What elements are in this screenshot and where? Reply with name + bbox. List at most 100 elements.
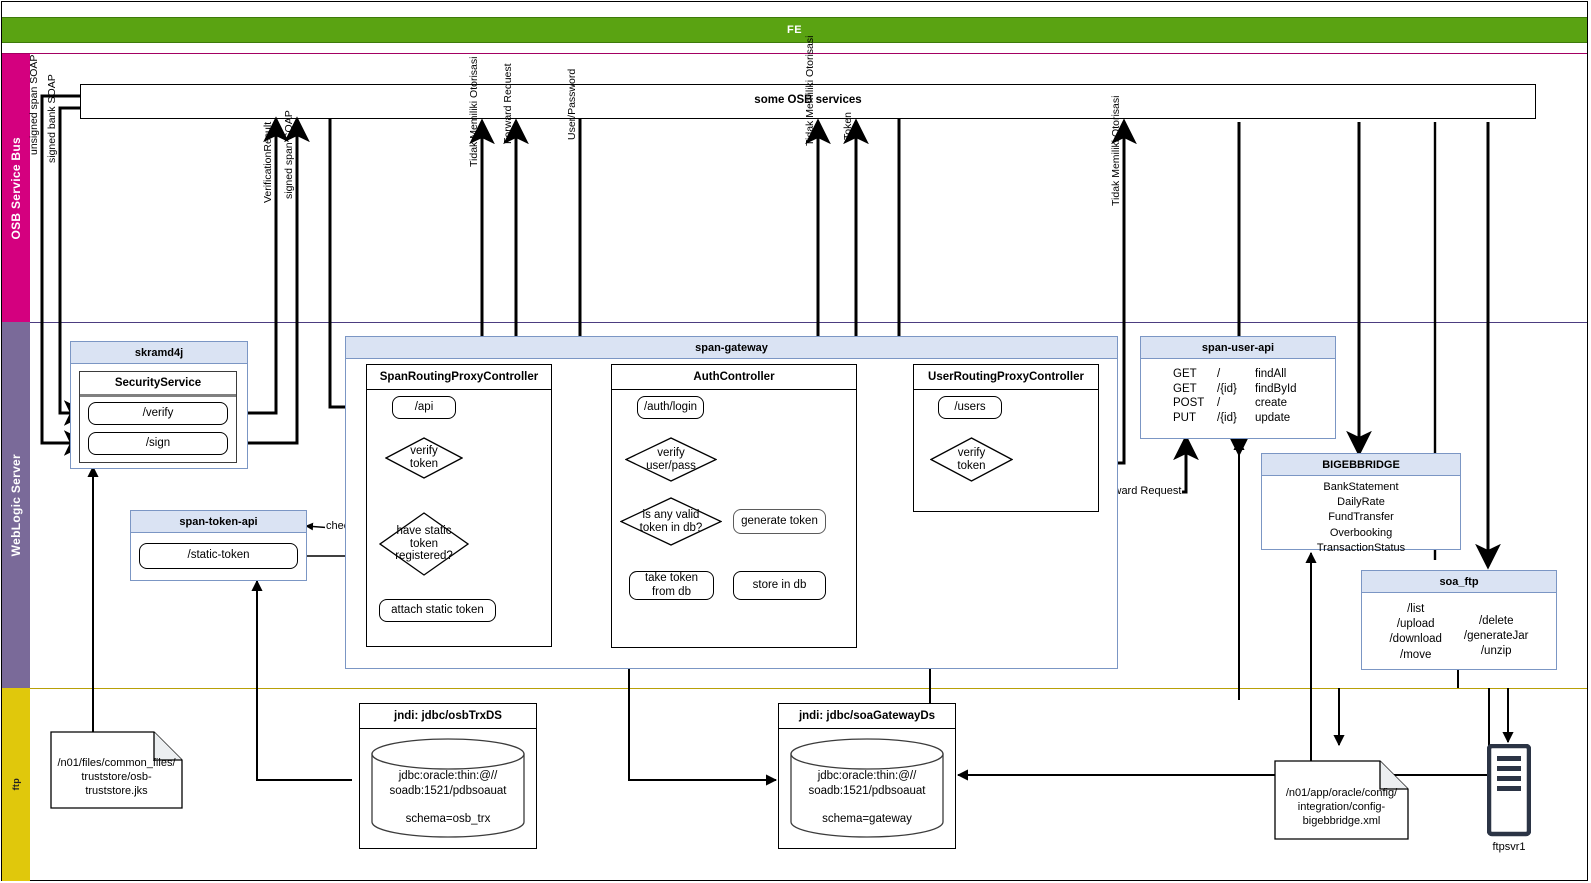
note-truststore-label: /n01/files/common_files/ truststore/osb-… [57,756,176,798]
cylinder-soagatewayds-schema: schema=gateway [822,813,912,825]
decision-verify-token-routing: verify token [385,437,463,479]
op-attach-static-token[interactable]: attach static token [379,599,496,622]
lane-divider-top [2,53,1587,54]
list-item: TransactionStatus [1316,541,1406,554]
bigebbridge-title: BIGEBBRIDGE [1262,454,1460,476]
edge-label-user-password: User/Password [566,68,578,140]
decision-have-static-token-label: have static token registered? [395,524,453,563]
edge-label-tidak-otorisasi-1: Tidak Memiliki Otorisasi [468,56,480,167]
decision-valid-token-in-db: is any valid token in db? [620,497,722,546]
auth-controller-title: AuthController [612,365,856,390]
span-token-api-title: span-token-api [131,511,306,533]
api-verb: GET [1173,382,1197,395]
span-user-api-rows: GET / findAll GET /{id} findById POST / … [1141,359,1335,426]
op-sign[interactable]: /sign [88,432,228,455]
edge-label-forward-request-top: Forward Request [502,63,514,144]
cylinder-osbtrxds: jdbc:oracle:thin:@// soadb:1521/pdbsoaua… [370,738,526,838]
list-item: /delete [1478,615,1514,627]
list-item: FundTransfer [1328,511,1394,524]
op-static-token[interactable]: /static-token [139,543,298,569]
op-api[interactable]: /api [392,396,456,419]
span-gateway-title: span-gateway [346,337,1117,359]
decision-verify-user-pass: verify user/pass [625,437,717,482]
api-path: /{id} [1217,382,1237,395]
bigebbridge-items: BankStatement DailyRate FundTransfer Ove… [1262,476,1460,561]
list-item: /move [1400,648,1432,661]
note-truststore: /n01/files/common_files/ truststore/osb-… [50,731,183,809]
cylinder-soagatewayds-url: jdbc:oracle:thin:@// soadb:1521/pdbsoaua… [808,770,926,797]
api-verb: PUT [1173,412,1196,425]
datastore-osbtrxds-title: jndi: jdbc/osbTrxDS [360,704,536,729]
lane-label-ftp: ftp [11,778,21,791]
api-verb: POST [1173,397,1205,410]
bigebbridge-container: BIGEBBRIDGE BankStatement DailyRate Fund… [1261,453,1461,554]
note-config-label: /n01/app/oracle/config/ integration/conf… [1285,786,1398,828]
decision-verify-token-user-label: verify token [957,446,986,472]
skramd4j-title: skramd4j [71,342,247,364]
op-users[interactable]: /users [938,396,1002,419]
cylinder-osbtrxds-schema: schema=osb_trx [405,813,491,825]
span-user-api-title: span-user-api [1141,337,1335,359]
api-path: / [1217,397,1221,410]
api-verb: GET [1173,368,1197,380]
user-routing-title: UserRoutingProxyController [914,365,1098,390]
user-routing-proxy-controller: UserRoutingProxyController [913,364,1099,512]
lane-divider-osb-wls [30,322,1587,323]
op-store-in-db[interactable]: store in db [733,571,826,600]
lane-osb-service-bus: OSB Service Bus [2,54,30,322]
api-op: create [1255,397,1287,410]
op-take-token-from-db[interactable]: take token from db [629,571,714,600]
list-item: BankStatement [1323,481,1399,493]
ftp-server-icon [1486,743,1532,838]
soa-ftp-title: soa_ftp [1362,571,1556,593]
api-row: PUT /{id} update [1141,411,1335,426]
decision-valid-token-in-db-label: is any valid token in db? [639,508,703,534]
api-row: GET / findAll [1141,367,1335,382]
api-op: update [1255,412,1291,425]
ftp-server-label: ftpsvr1 [1492,841,1526,853]
list-item: /list [1407,603,1425,615]
edge-label-tidak-otorisasi-3: Tidak Memiliki Otorisasi [1110,95,1122,206]
soa-ftp-col-1: /list /upload /download /move [1389,602,1441,663]
cylinder-osbtrxds-url: jdbc:oracle:thin:@// soadb:1521/pdbsoaua… [389,770,507,797]
soa-ftp-ops: /list /upload /download /move /delete /g… [1362,593,1556,663]
api-op: findAll [1255,368,1287,380]
op-verify[interactable]: /verify [88,402,228,425]
api-row: GET /{id} findById [1141,382,1335,397]
datastore-soagatewayds-title: jndi: jdbc/soaGatewayDs [779,704,955,729]
cylinder-soagatewayds: jdbc:oracle:thin:@// soadb:1521/pdbsoaua… [789,738,945,838]
lane-ftp: ftp [2,688,30,881]
decision-have-static-token: have static token registered? [379,512,469,576]
lane-label-wls: WebLogic Server [9,453,23,557]
edge-label-signed-span-soap: signed span SOAP [283,110,295,199]
lane-weblogic-server: WebLogic Server [2,322,30,688]
edge-label-unsigned-span-soap: unsigned span SOAP [28,54,40,155]
lane-divider-wls-ftp [30,688,1587,689]
list-item: /generateJar [1463,630,1529,643]
security-service-title: SecurityService [80,372,236,397]
op-auth-login[interactable]: /auth/login [637,396,704,419]
api-path: /{id} [1217,412,1237,425]
fe-band: FE [2,17,1587,43]
list-item: Overbooking [1329,526,1393,539]
list-item: /upload [1396,618,1435,631]
soa-ftp-col-2: /delete /generateJar /unzip [1464,602,1529,663]
decision-verify-token-user: verify token [930,437,1013,482]
edge-label-tidak-otorisasi-2: Tidak Memiliki Otorisasi [804,35,816,146]
span-routing-title: SpanRoutingProxyController [367,365,551,390]
soa-ftp-container: soa_ftp /list /upload /download /move /d… [1361,570,1557,670]
edge-label-signed-bank-soap: signed bank SOAP [46,74,58,163]
api-row: POST / create [1141,396,1335,411]
edge-label-verification-result: VerificationResult [262,121,274,203]
op-generate-token[interactable]: generate token [733,509,826,534]
api-op: findById [1255,382,1297,395]
span-user-api-container: span-user-api GET / findAll GET /{id} fi… [1140,336,1336,439]
list-item: /unzip [1480,645,1512,658]
lane-label-osb: OSB Service Bus [9,136,23,240]
list-item: DailyRate [1337,496,1385,509]
list-item: /download [1389,633,1442,646]
decision-verify-token-routing-label: verify token [409,445,439,470]
edge-label-token: Token [842,111,854,140]
